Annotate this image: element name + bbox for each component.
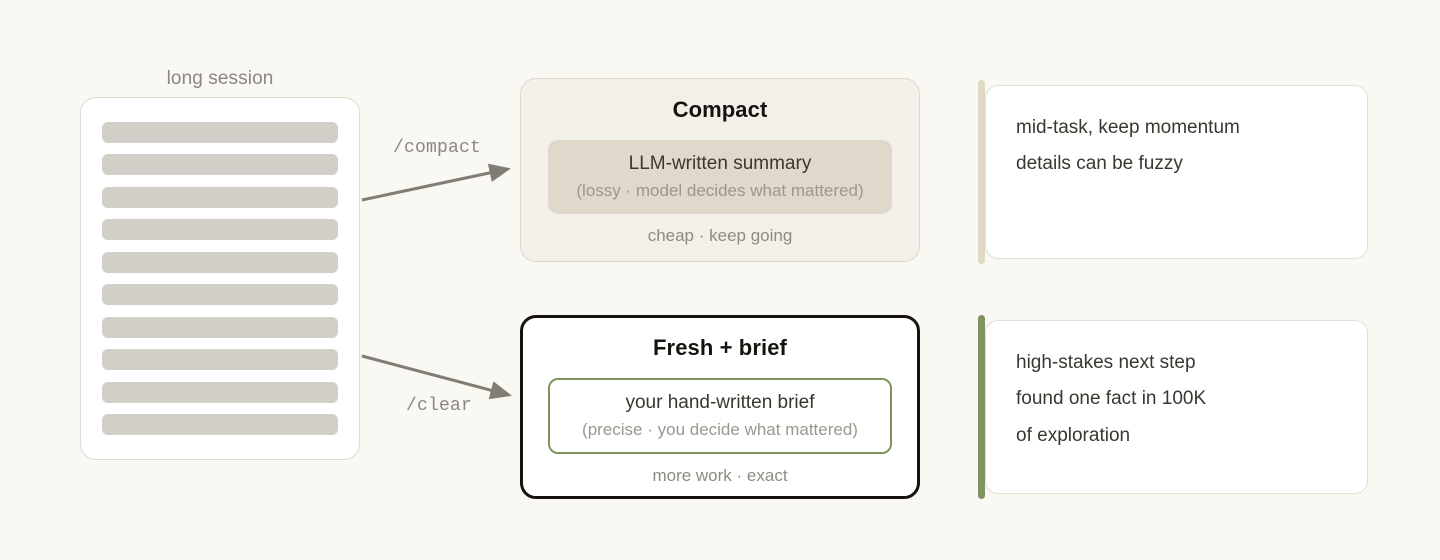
- session-line: [102, 219, 338, 241]
- summary-box-compact: LLM-written summary (lossy · model decid…: [548, 140, 892, 214]
- session-line: [102, 122, 338, 143]
- session-line: [102, 381, 338, 403]
- branch-card-fresh[interactable]: Fresh + brief your hand-written brief (p…: [520, 315, 920, 499]
- note-line: mid-task, keep momentum: [1016, 117, 1240, 138]
- arrow-label-clear: /clear: [406, 396, 473, 416]
- branch-footer-compact: cheap · keep going: [647, 226, 793, 245]
- session-line: [102, 349, 338, 371]
- summary-sub-compact: (lossy · model decides what mattered): [576, 180, 864, 200]
- note-line: found one fact in 100K: [1016, 388, 1207, 410]
- note-body-fresh: high-stakes next step found one fact in …: [985, 320, 1368, 494]
- note-line: of exploration: [1016, 424, 1131, 446]
- brief-main-fresh: your hand-written brief: [625, 392, 815, 413]
- session-line: [102, 154, 338, 176]
- arrow-label-compact: /compact: [393, 138, 482, 158]
- long-session-label: long session: [166, 68, 274, 89]
- session-line: [102, 413, 338, 435]
- session-line: [102, 186, 338, 208]
- brief-sub-fresh: (precise · you decide what mattered): [582, 419, 858, 439]
- note-line: high-stakes next step: [1016, 352, 1196, 373]
- note-accent-tan: [978, 80, 985, 264]
- branch-title-fresh: Fresh + brief: [653, 335, 787, 360]
- long-session-card: [80, 97, 360, 460]
- note-body-compact: mid-task, keep momentum details can be f…: [985, 85, 1368, 259]
- note-accent-green: [978, 315, 985, 499]
- session-line: [102, 284, 338, 306]
- arrow-clear: [361, 354, 512, 400]
- arrow-compact: [361, 163, 511, 202]
- session-line: [102, 316, 338, 338]
- summary-main-compact: LLM-written summary: [628, 153, 812, 174]
- branch-card-compact[interactable]: Compact LLM-written summary (lossy · mod…: [520, 78, 920, 262]
- branch-footer-fresh: more work · exact: [652, 466, 788, 485]
- session-line: [102, 251, 338, 273]
- brief-box-fresh: your hand-written brief (precise · you d…: [548, 378, 892, 454]
- note-card-fresh: high-stakes next step found one fact in …: [978, 315, 1368, 499]
- note-card-compact: mid-task, keep momentum details can be f…: [978, 80, 1368, 264]
- branch-title-compact: Compact: [672, 97, 768, 122]
- note-line: details can be fuzzy: [1016, 153, 1183, 175]
